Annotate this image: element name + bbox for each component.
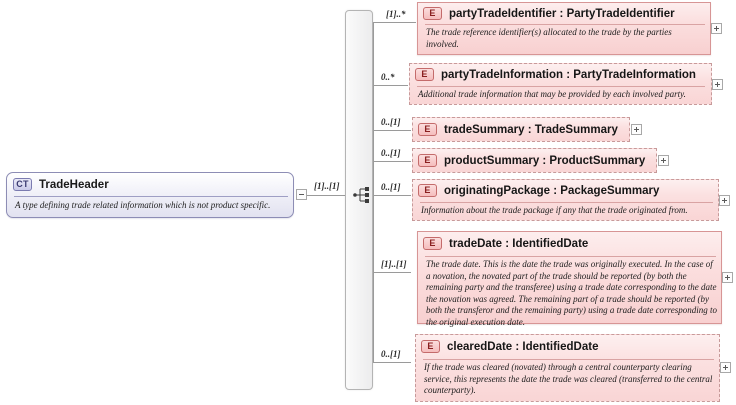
element-badge-icon: E — [418, 123, 437, 136]
plus-box-icon[interactable] — [631, 124, 642, 135]
element-badge-icon: E — [423, 7, 442, 20]
element-description: Information about the trade package if a… — [421, 205, 688, 215]
element-separator — [425, 256, 716, 257]
complextype-separator — [14, 196, 288, 197]
multiplicity-root: [1]..[1] — [314, 181, 340, 191]
element-header: E originatingPackage : PackageSummary — [413, 180, 718, 201]
element-title: productSummary : ProductSummary — [444, 154, 646, 167]
plus-box-icon[interactable] — [712, 79, 723, 90]
element-title: partyTradeIdentifier : PartyTradeIdentif… — [449, 7, 675, 20]
element-badge-icon: E — [423, 237, 442, 250]
element-badge-icon: E — [418, 184, 437, 197]
plus-box-icon[interactable] — [719, 195, 730, 206]
element-description: If the trade was cleared (novated) throu… — [424, 362, 713, 395]
plus-box-icon[interactable] — [722, 272, 733, 283]
element-header: E tradeDate : IdentifiedDate — [418, 232, 721, 255]
multiplicity-tradesummary: 0..[1] — [381, 117, 401, 127]
element-header: E clearedDate : IdentifiedDate — [416, 335, 719, 358]
element-box-originatingpackage[interactable]: E originatingPackage : PackageSummary In… — [412, 179, 719, 221]
connector-spine-lower — [373, 195, 374, 362]
element-box-tradedate[interactable]: E tradeDate : IdentifiedDate The trade d… — [417, 231, 722, 327]
element-header: E partyTradeInformation : PartyTradeInfo… — [410, 64, 711, 85]
element-box-partytradeinformation[interactable]: E partyTradeInformation : PartyTradeInfo… — [409, 63, 712, 105]
connector-branch-5 — [373, 195, 411, 196]
complextype-description: A type defining trade related informatio… — [15, 200, 271, 210]
connector-root-to-sequence — [307, 195, 345, 196]
element-description: Additional trade information that may be… — [418, 89, 686, 99]
element-title: tradeSummary : TradeSummary — [444, 123, 618, 136]
minus-box-icon[interactable] — [296, 189, 307, 200]
multiplicity-partytradeinformation: 0..* — [381, 72, 395, 82]
connector-branch-2 — [373, 85, 408, 86]
connector-branch-1 — [373, 22, 416, 23]
element-box-tradesummary[interactable]: E tradeSummary : TradeSummary — [412, 117, 630, 142]
complextype-box-tradeheader[interactable]: CT TradeHeader A type defining trade rel… — [6, 172, 294, 218]
element-separator — [417, 86, 705, 87]
element-badge-icon: E — [421, 340, 440, 353]
sequence-icon — [353, 187, 373, 208]
element-description: The trade date. This is the date the tra… — [426, 259, 717, 327]
element-separator — [425, 24, 705, 25]
element-header: E tradeSummary : TradeSummary — [413, 118, 629, 141]
multiplicity-cleareddate: 0..[1] — [381, 349, 401, 359]
plus-box-icon[interactable] — [658, 155, 669, 166]
connector-branch-6 — [373, 272, 411, 273]
complextype-title: TradeHeader — [39, 178, 109, 191]
element-header: E productSummary : ProductSummary — [413, 149, 656, 172]
plus-box-icon[interactable] — [720, 362, 731, 373]
element-box-cleareddate[interactable]: E clearedDate : IdentifiedDate If the tr… — [415, 334, 720, 402]
element-header: E partyTradeIdentifier : PartyTradeIdent… — [418, 3, 710, 24]
element-badge-icon: E — [415, 68, 434, 81]
element-box-productsummary[interactable]: E productSummary : ProductSummary — [412, 148, 657, 173]
multiplicity-productsummary: 0..[1] — [381, 148, 401, 158]
element-badge-icon: E — [418, 154, 437, 167]
element-title: clearedDate : IdentifiedDate — [447, 340, 599, 353]
element-box-partytradeidentifier[interactable]: E partyTradeIdentifier : PartyTradeIdent… — [417, 2, 711, 55]
multiplicity-partytradeidentifier: [1]..* — [386, 9, 406, 19]
connector-branch-3 — [373, 130, 411, 131]
connector-spine-upper — [373, 22, 374, 195]
element-title: partyTradeInformation : PartyTradeInform… — [441, 68, 696, 81]
connector-branch-7 — [373, 362, 411, 363]
complextype-header: CT TradeHeader — [7, 173, 293, 196]
element-title: tradeDate : IdentifiedDate — [449, 237, 589, 250]
multiplicity-originatingpackage: 0..[1] — [381, 182, 401, 192]
element-description: The trade reference identifier(s) alloca… — [426, 27, 672, 49]
connector-branch-4 — [373, 161, 411, 162]
multiplicity-tradedate: [1]..[1] — [381, 259, 407, 269]
complextype-badge-icon: CT — [13, 178, 32, 191]
element-separator — [420, 202, 713, 203]
plus-box-icon[interactable] — [711, 23, 722, 34]
element-title: originatingPackage : PackageSummary — [444, 184, 660, 197]
element-separator — [423, 359, 714, 360]
